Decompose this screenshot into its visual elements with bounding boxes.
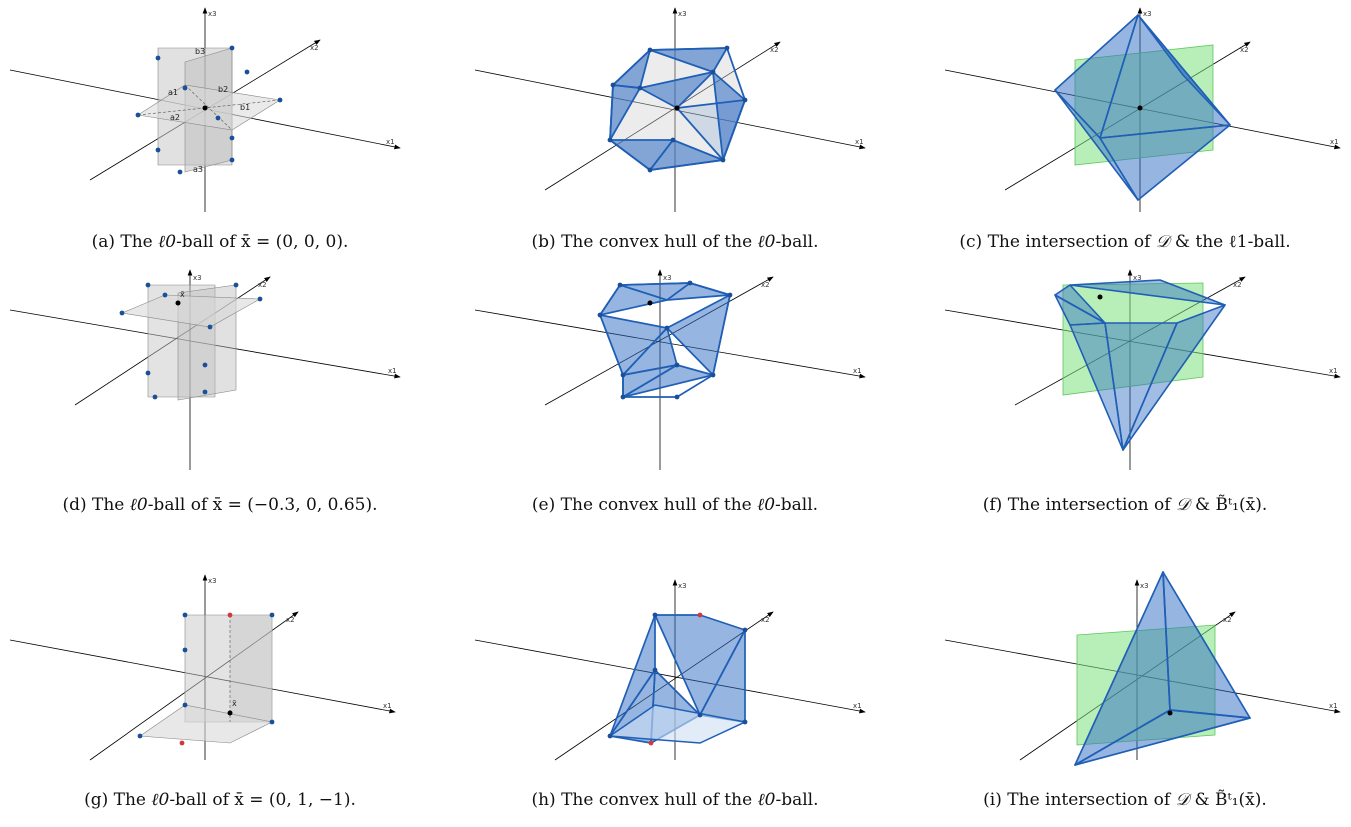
- caption-g: (g) The ℓ0-ball of x̄ = (0, 1, −1).: [84, 790, 356, 810]
- plot-c: x1 x2 x3: [944, 7, 1341, 212]
- svg-text:x1: x1: [853, 702, 862, 710]
- svg-text:x1: x1: [1330, 138, 1339, 146]
- x1-label: x1: [386, 138, 395, 146]
- label-a2: a2: [170, 113, 180, 122]
- label-b2: b2: [218, 85, 228, 94]
- panel-b: x1 x2 x3 (b) The convex hull of the ℓ0-b…: [455, 0, 895, 270]
- l1-ball: [1054, 14, 1231, 201]
- plot-b: x1 x2 x3: [474, 7, 866, 212]
- svg-text:x2: x2: [1223, 616, 1232, 624]
- caption-h: (h) The convex hull of the ℓ0-ball.: [531, 790, 819, 810]
- plot-h: x1 x2 x3: [474, 579, 866, 761]
- caption-f: (f) The intersection of 𝒟 & B̃ᵗ₁(x̄).: [982, 495, 1268, 515]
- caption-i: (i) The intersection of 𝒟 & B̃ᵗ₁(x̄).: [983, 790, 1267, 810]
- hull-e: [599, 282, 731, 398]
- vertices-a: [135, 45, 283, 175]
- caption-e: (e) The convex hull of the ℓ0-ball.: [531, 495, 819, 515]
- svg-text:x3: x3: [193, 274, 202, 282]
- svg-text:x1: x1: [855, 138, 864, 146]
- x3-label: x3: [208, 10, 217, 18]
- svg-text:x1: x1: [1329, 367, 1338, 375]
- svg-text:x3: x3: [678, 10, 687, 18]
- svg-text:x1: x1: [388, 367, 397, 375]
- label-a1: a1: [168, 88, 178, 97]
- panel-g: x1 x2 x3 x̄ (g) The ℓ0-ball of x̄ = (0, …: [0, 550, 440, 820]
- label-b1: b1: [240, 103, 250, 112]
- panel-c: x1 x2 x3 (c) The intersection of 𝒟 & the…: [905, 0, 1345, 270]
- label-b3: b3: [195, 47, 205, 56]
- svg-text:x2: x2: [258, 281, 267, 289]
- svg-text:x3: x3: [1143, 10, 1152, 18]
- svg-text:x2: x2: [761, 616, 770, 624]
- svg-text:x2: x2: [761, 281, 770, 289]
- svg-text:x3: x3: [678, 582, 687, 590]
- plot-i: x1 x2 x3: [944, 571, 1341, 766]
- panel-e: x1 x2 x3 (e) The convex hull of the ℓ0-b…: [455, 265, 895, 535]
- plot-g: x1 x2 x3 x̄: [9, 574, 396, 761]
- plot-f: x1 x2 x3: [944, 269, 1341, 470]
- svg-text:x1: x1: [853, 367, 862, 375]
- panel-f: x1 x2 x3 (f) The intersection of 𝒟 & B̃ᵗ…: [905, 265, 1345, 535]
- svg-text:x2: x2: [1240, 46, 1249, 54]
- svg-text:x2: x2: [770, 46, 779, 54]
- origin-point: [202, 105, 208, 111]
- panel-d: x1 x2 x3 x̄ (d) The ℓ0-ball of x̄ = (−0.…: [0, 265, 440, 535]
- panel-a: x1 x2 x3 b3 a1 b2 b1 a2 a3 (a) The ℓ0-ba…: [0, 0, 440, 270]
- svg-text:x3: x3: [208, 577, 217, 585]
- svg-text:x2: x2: [1233, 281, 1242, 289]
- svg-text:x1: x1: [383, 702, 392, 710]
- caption-c: (c) The intersection of 𝒟 & the ℓ1-ball.: [959, 232, 1291, 252]
- caption-a: (a) The ℓ0-ball of x̄ = (0, 0, 0).: [91, 232, 349, 252]
- caption-b: (b) The convex hull of the ℓ0-ball.: [531, 232, 819, 252]
- panel-h: x1 x2 x3 (h) The convex hull of the ℓ0-b…: [455, 550, 895, 820]
- svg-text:x̄: x̄: [232, 699, 237, 708]
- svg-text:x3: x3: [663, 274, 672, 282]
- svg-text:x3: x3: [1140, 582, 1149, 590]
- plot-d: x1 x2 x3 x̄: [9, 269, 401, 470]
- svg-text:x1: x1: [1329, 702, 1338, 710]
- plot-e: x1 x2 x3: [474, 269, 866, 470]
- x2-label: x2: [310, 44, 319, 52]
- label-a3: a3: [193, 165, 203, 174]
- caption-d: (d) The ℓ0-ball of x̄ = (−0.3, 0, 0.65).: [62, 495, 378, 515]
- plot-a: x1 x2 x3 b3 a1 b2 b1 a2 a3: [9, 7, 401, 212]
- svg-text:x3: x3: [1133, 274, 1142, 282]
- svg-text:x2: x2: [286, 616, 295, 624]
- panel-i: x1 x2 x3 (i) The intersection of 𝒟 & B̃ᵗ…: [905, 550, 1345, 820]
- svg-text:x̄: x̄: [180, 290, 185, 299]
